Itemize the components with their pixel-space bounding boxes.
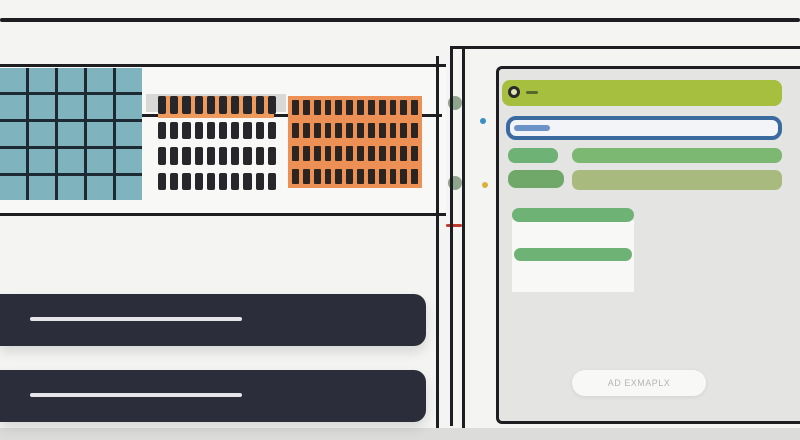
window-top-border	[0, 18, 800, 22]
field-value-bar[interactable]	[572, 148, 782, 163]
error-marker-icon	[446, 224, 462, 227]
field-label-pill	[508, 148, 558, 163]
header-label-line	[526, 91, 538, 94]
window-bottom-edge	[0, 428, 800, 440]
dark-bar-1[interactable]	[0, 294, 426, 346]
vertical-splitter-1[interactable]	[436, 56, 439, 428]
toggle-icon[interactable]	[508, 86, 520, 98]
panel-header-bar[interactable]	[502, 80, 782, 106]
option-bar-1[interactable]	[512, 208, 634, 222]
input-text-line	[514, 125, 550, 131]
right-window-frame	[450, 46, 800, 426]
action-button[interactable]: AD EXMAPLX	[572, 370, 706, 396]
bar-text-line	[30, 317, 242, 321]
option-bar-2[interactable]	[514, 248, 632, 261]
field-value-input[interactable]	[572, 170, 782, 190]
info-dot-icon	[480, 118, 486, 124]
warning-dot-icon	[482, 182, 488, 188]
search-input[interactable]	[506, 116, 782, 140]
field-label-tag	[508, 170, 564, 188]
vertical-splitter-2[interactable]	[462, 46, 465, 428]
highlighted-table-block[interactable]	[288, 96, 422, 188]
table-grid[interactable]	[0, 68, 142, 200]
text-rows-block	[158, 96, 276, 190]
dark-bar-2[interactable]	[0, 370, 426, 422]
bar-text-line	[30, 393, 242, 397]
